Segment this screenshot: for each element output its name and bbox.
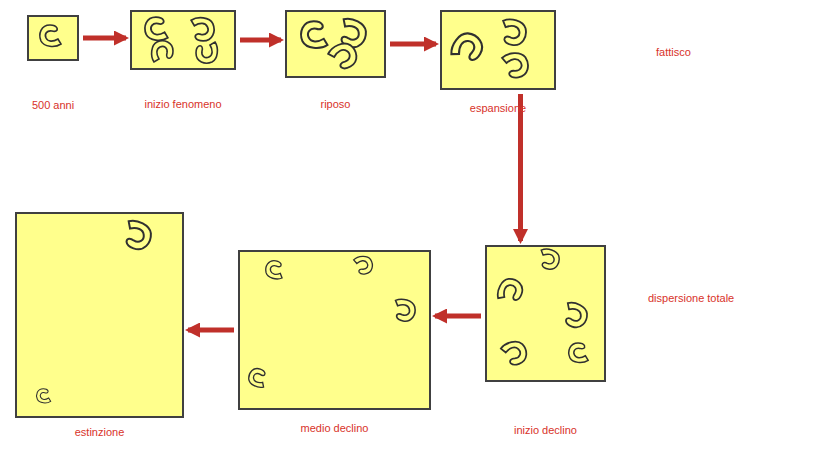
stage-box: [27, 15, 79, 61]
stage-box: [15, 212, 184, 418]
stage-box: [485, 245, 606, 382]
stage-label: espansione: [470, 102, 526, 114]
stage-label: 500 anni: [32, 99, 74, 111]
stage-label: riposo: [321, 98, 351, 110]
stage-label: inizio fenomeno: [144, 98, 221, 110]
stage-label: inizio declino: [514, 424, 577, 436]
phase-label: fattisco: [656, 46, 691, 58]
stage-box: [285, 10, 386, 78]
stage-label: estinzione: [75, 426, 125, 438]
flow-arrow: [240, 38, 281, 43]
flow-arrow: [518, 94, 523, 241]
stage-box: [130, 10, 236, 70]
flow-arrow: [83, 36, 126, 41]
flow-arrow: [435, 314, 481, 319]
stage-box: [440, 10, 556, 90]
stage-label: medio declino: [301, 422, 369, 434]
phase-label: dispersione totale: [648, 292, 734, 304]
flow-arrow: [188, 328, 234, 333]
flow-arrow: [390, 42, 436, 47]
stage-box: [238, 250, 431, 410]
